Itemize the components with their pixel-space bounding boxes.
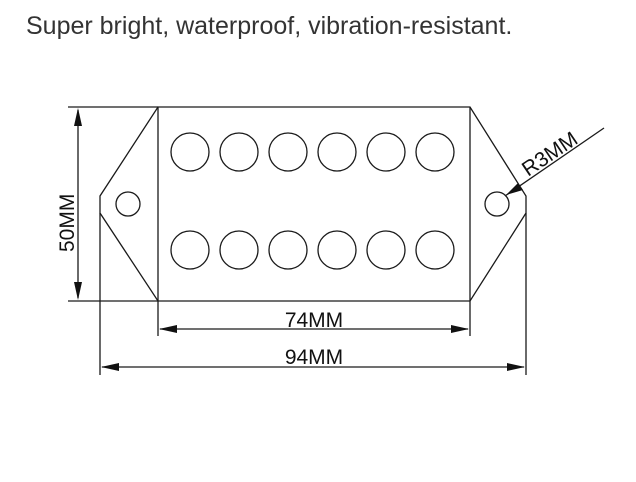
height-arrow-bottom [74,282,82,300]
height-label: 50MM [56,194,79,252]
led-light [268,230,308,270]
radius-label: R3MM [518,127,582,181]
led-light [415,230,455,270]
led-light [219,132,259,172]
led-light [366,230,406,270]
led-light [317,230,357,270]
mounting-hole-left [115,191,141,217]
radius-leader-line [504,127,605,197]
mounting-hole-right [484,191,510,217]
led-light [415,132,455,172]
inner-width-arrow-right [451,325,469,333]
led-grid [170,132,455,270]
led-light [219,230,259,270]
housing-outline [99,106,527,302]
led-light [317,132,357,172]
led-light [170,230,210,270]
height-arrow-top [74,108,82,126]
led-light [170,132,210,172]
outer-width-arrow-right [507,363,525,371]
radius-arrow [506,183,523,195]
headline: Super bright, waterproof, vibration-resi… [26,12,513,40]
inner-width-arrow-left [159,325,177,333]
inner-width-label: 74MM [285,309,343,332]
led-light [366,132,406,172]
outer-width-arrow-left [101,363,119,371]
outer-width-label: 94MM [285,346,343,369]
led-light [268,132,308,172]
